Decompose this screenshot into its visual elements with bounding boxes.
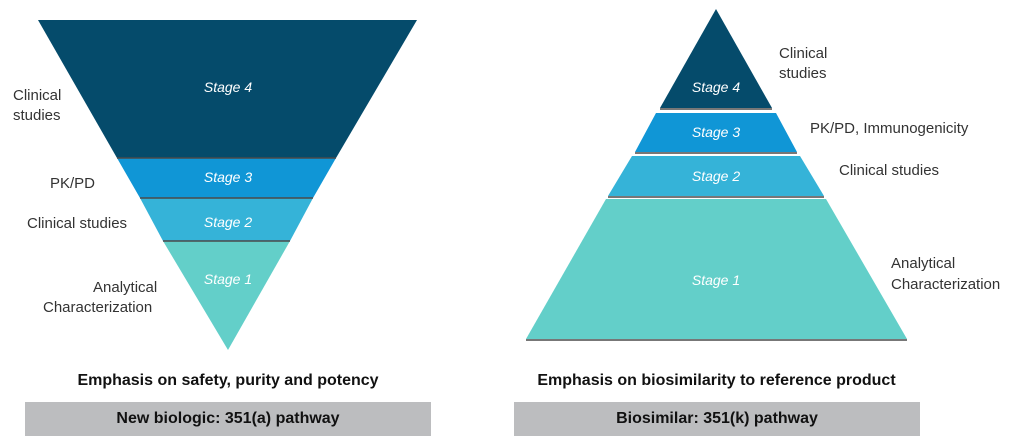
left-emphasis-caption: Emphasis on safety, purity and potency (77, 372, 379, 389)
left-stage2-segment (140, 198, 313, 241)
left-stage4-label: Stage 4 (204, 79, 252, 95)
right-stage2-segment (608, 156, 824, 196)
left-stage4-segment (38, 20, 417, 158)
left-stage3-segment (117, 158, 336, 198)
right-stage1-label: Stage 1 (692, 272, 740, 288)
left-side-label-stage4-line1: Clinical (13, 87, 61, 104)
left-stage3-label: Stage 3 (204, 169, 252, 185)
right-side-label-stage4-line1: Clinical (779, 45, 827, 62)
left-side-label-stage2: Clinical studies (27, 215, 127, 232)
right-stage2-label: Stage 2 (692, 168, 740, 184)
right-emphasis-caption: Emphasis on biosimilarity to reference p… (537, 372, 896, 389)
right-side-label-stage2: Clinical studies (839, 162, 939, 179)
right-stage1-segment (526, 199, 907, 339)
left-side-label-stage4-line2: studies (13, 107, 61, 124)
right-stage4-segment (660, 9, 772, 108)
right-pathway-bar: Biosimilar: 351(k) pathway (514, 402, 920, 436)
left-pathway-label: New biologic: 351(a) pathway (116, 410, 340, 427)
right-side-label-stage1-line2: Characterization (891, 276, 1000, 293)
right-stage4-label: Stage 4 (692, 79, 740, 95)
left-stage1-segment (163, 241, 290, 350)
left-pathway-bar: New biologic: 351(a) pathway (25, 402, 431, 436)
left-side-label-stage3: PK/PD (50, 175, 95, 192)
right-side-label-stage3: PK/PD, Immunogenicity (810, 120, 969, 137)
right-stage3-segment (635, 113, 797, 152)
right-pyramid: Stage 4 Stage 3 Stage 2 Stage 1 Clinical… (526, 9, 1000, 341)
left-stage1-label: Stage 1 (204, 271, 252, 287)
right-side-label-stage4-line2: studies (779, 65, 827, 82)
right-side-label-stage1-line1: Analytical (891, 255, 955, 272)
left-side-label-stage1-line1: Analytical (93, 279, 157, 296)
right-stage3-label: Stage 3 (692, 124, 740, 140)
left-stage2-label: Stage 2 (204, 214, 252, 230)
left-side-label-stage1-line2: Characterization (43, 299, 152, 316)
right-pathway-label: Biosimilar: 351(k) pathway (616, 410, 818, 427)
left-inverted-pyramid: Stage 4 Stage 3 Stage 2 Stage 1 Clinical… (13, 20, 417, 350)
